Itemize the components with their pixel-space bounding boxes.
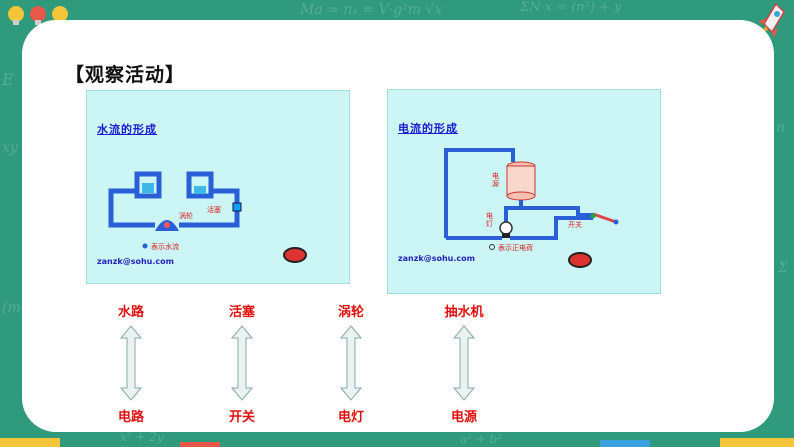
electric-term: 电灯 <box>337 410 364 425</box>
electric-current-panel: 电流的形成 电源 电灯 开关 表示正电荷 zanzk@sohu.com <box>387 89 661 294</box>
lamp-label: 电灯 <box>486 212 493 228</box>
water-term: 活塞 <box>228 305 255 320</box>
electric-term: 开关 <box>228 410 255 425</box>
analogy-pair: 抽水机 电源 <box>419 301 509 425</box>
water-term: 水路 <box>117 305 144 320</box>
water-term: 抽水机 <box>444 305 484 320</box>
analogy-pair: 涡轮 电灯 <box>306 301 396 425</box>
sound-icon <box>568 252 592 268</box>
electric-legend: 表示正电荷 <box>498 244 533 252</box>
double-arrow-icon <box>453 325 475 401</box>
electric-term: 电路 <box>117 410 144 425</box>
double-arrow-icon <box>340 325 362 401</box>
sound-icon <box>283 247 307 263</box>
electric-panel-title: 电流的形成 <box>398 122 458 135</box>
analogy-pair: 水路 电路 <box>86 301 176 425</box>
electric-panel-url: zanzk@sohu.com <box>398 254 475 263</box>
double-arrow-icon <box>120 325 142 401</box>
piston-label: 活塞 <box>207 206 221 214</box>
analogy-pair: 活塞 开关 <box>197 301 287 425</box>
double-arrow-icon <box>231 325 253 401</box>
power-source-label: 电源 <box>492 172 499 188</box>
decorative-border <box>0 438 794 447</box>
water-circuit-diagram <box>108 171 307 263</box>
page-title: 【观察活动】 <box>65 64 186 86</box>
water-panel-url: zanzk@sohu.com <box>97 257 174 266</box>
water-legend: 表示水流 <box>151 243 179 251</box>
lightbulb-icon <box>8 6 68 25</box>
switch-label: 开关 <box>568 221 582 229</box>
electric-term: 电源 <box>450 410 477 425</box>
water-term: 涡轮 <box>337 305 364 320</box>
water-flow-panel: 水流的形成 涡轮 活塞 表示水流 zanzk@sohu.com <box>86 90 350 284</box>
electric-circuit-diagram <box>444 148 619 268</box>
water-panel-title: 水流的形成 <box>97 123 157 136</box>
turbine-label: 涡轮 <box>179 212 193 220</box>
